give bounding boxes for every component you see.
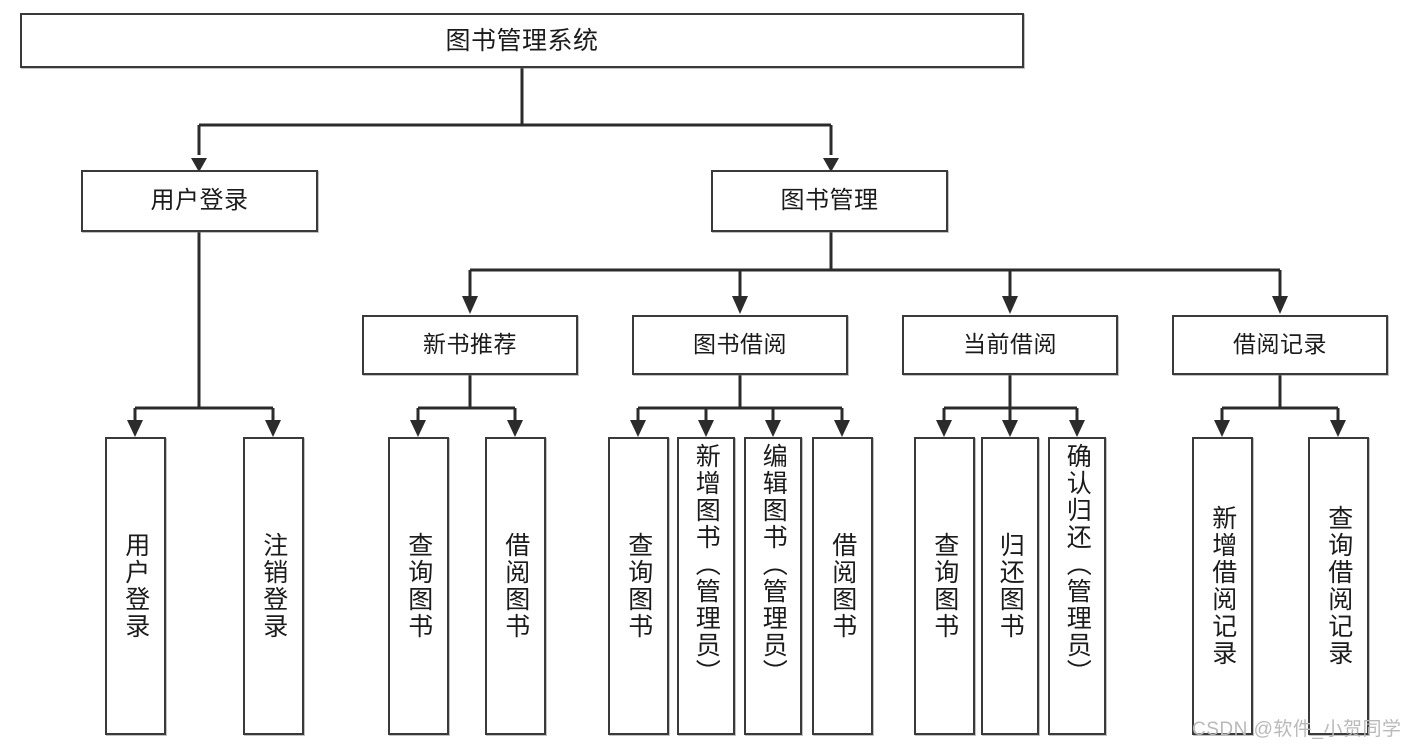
node-label: 查询图书 bbox=[624, 532, 653, 640]
node-book-borrow[interactable]: 图书借阅 bbox=[632, 315, 848, 375]
node-book-management[interactable]: 图书管理 bbox=[711, 170, 948, 232]
node-leaf-user-login[interactable]: 用户登录 bbox=[105, 437, 166, 735]
node-leaf-query-book-borrow[interactable]: 查询图书 bbox=[608, 437, 669, 735]
node-leaf-confirm-return-admin[interactable]: 确认归还（管理员） bbox=[1048, 437, 1106, 735]
node-label: 借阅图书 bbox=[501, 532, 530, 640]
node-label: 新书推荐 bbox=[423, 331, 517, 358]
node-label: 查询借阅记录 bbox=[1324, 505, 1353, 667]
node-leaf-query-borrow-record[interactable]: 查询借阅记录 bbox=[1308, 437, 1369, 735]
node-label: 查询图书 bbox=[404, 532, 433, 640]
node-leaf-return-book[interactable]: 归还图书 bbox=[981, 437, 1039, 735]
node-leaf-add-borrow-record[interactable]: 新增借阅记录 bbox=[1192, 437, 1253, 735]
node-leaf-query-book-current[interactable]: 查询图书 bbox=[914, 437, 975, 735]
node-user-login[interactable]: 用户登录 bbox=[81, 170, 318, 232]
node-new-book-recommend[interactable]: 新书推荐 bbox=[362, 315, 578, 375]
node-label: 注销登录 bbox=[259, 532, 288, 640]
node-leaf-borrow-book[interactable]: 借阅图书 bbox=[812, 437, 873, 735]
node-leaf-add-book-admin[interactable]: 新增图书（管理员） bbox=[677, 437, 735, 735]
node-leaf-borrow-book-recommend[interactable]: 借阅图书 bbox=[485, 437, 546, 735]
node-current-borrow[interactable]: 当前借阅 bbox=[902, 315, 1118, 375]
node-borrow-record[interactable]: 借阅记录 bbox=[1172, 315, 1388, 375]
node-label: 用户登录 bbox=[150, 186, 249, 214]
node-leaf-edit-book-admin[interactable]: 编辑图书（管理员） bbox=[744, 437, 802, 735]
node-label: 图书管理 bbox=[780, 186, 879, 214]
node-label: 编辑图书（管理员） bbox=[759, 443, 788, 686]
node-label: 图书管理系统 bbox=[445, 26, 599, 55]
node-label: 归还图书 bbox=[996, 532, 1025, 640]
node-label: 确认归还（管理员） bbox=[1063, 443, 1092, 686]
node-book-management-system[interactable]: 图书管理系统 bbox=[20, 13, 1024, 68]
node-label: 用户登录 bbox=[121, 532, 150, 640]
node-leaf-logout[interactable]: 注销登录 bbox=[243, 437, 304, 735]
node-label: 图书借阅 bbox=[693, 331, 787, 358]
node-label: 借阅记录 bbox=[1233, 331, 1327, 358]
node-label: 新增图书（管理员） bbox=[692, 443, 721, 686]
node-label: 借阅图书 bbox=[828, 532, 857, 640]
node-leaf-query-book-recommend[interactable]: 查询图书 bbox=[388, 437, 449, 735]
node-label: 新增借阅记录 bbox=[1208, 505, 1237, 667]
node-label: 查询图书 bbox=[930, 532, 959, 640]
node-label: 当前借阅 bbox=[963, 331, 1057, 358]
